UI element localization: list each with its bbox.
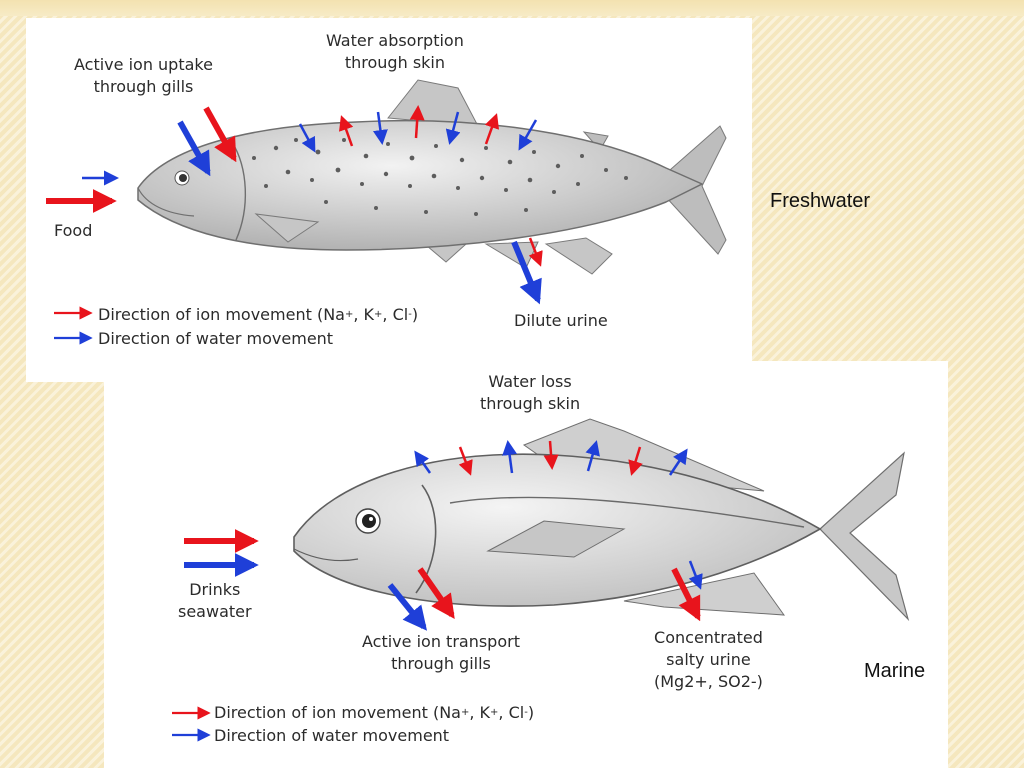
gill-water-arrow (177, 120, 211, 177)
salty-urine-line2: salty urine (666, 650, 751, 669)
legend-ion-cl: , Cl (382, 305, 409, 324)
drinks-line2: seawater (178, 602, 252, 621)
m-skin-water-arrow-1 (414, 450, 432, 474)
m-legend-ion-text: Direction of ion movement (Na+ , K+, Cl-… (214, 703, 535, 722)
urine-ion-arrow (528, 237, 543, 267)
gills-label-line1: Active ion uptake (74, 55, 213, 74)
water-loss-line2: through skin (480, 394, 581, 413)
legend-ion-k: , K (353, 305, 375, 324)
m-legend-water-text: Direction of water movement (214, 726, 450, 745)
ion-transport-label: Active ion transport through gills (362, 631, 520, 675)
skin-label-line2: through skin (344, 53, 445, 72)
ion-transport-line2: through gills (391, 654, 491, 673)
m-skin-water-arrow-3 (585, 440, 600, 472)
dilute-urine-label: Dilute urine (514, 311, 608, 330)
skin-ion-arrow-3 (484, 113, 500, 145)
urine-water-arrow (511, 240, 542, 305)
water-loss-line1: Water loss (488, 372, 572, 391)
legend-ion-suffix: ) (411, 305, 419, 324)
marine-arrows (184, 440, 703, 631)
skin-water-arrow-2 (372, 111, 388, 145)
drinks-seawater-label: Drinks seawater (178, 579, 252, 623)
skin-water-arrow-3 (445, 111, 461, 145)
m-gill-water-arrow (387, 583, 428, 631)
legend-water-text: Direction of water movement (98, 329, 334, 348)
m-legend-ion-k: , K (469, 703, 491, 722)
food-label: Food (54, 221, 93, 240)
marine-side-label: Marine (864, 660, 926, 682)
m-legend-ion-cl: , Cl (498, 703, 525, 722)
salty-urine-line1: Concentrated (654, 628, 763, 647)
skin-water-arrow-1 (298, 123, 316, 153)
gills-label: Active ion uptake through gills (74, 54, 213, 98)
salty-urine-label: Concentrated salty urine (Mg2+, SO2-) (654, 627, 763, 693)
gill-ion-arrow (203, 106, 237, 163)
gills-label-line2: through gills (93, 77, 194, 96)
m-legend-ion-suffix: ) (527, 703, 535, 722)
salty-urine-line3: (Mg2+, SO2-) (654, 672, 763, 691)
m-urine-ion-arrow (671, 567, 701, 622)
m-skin-ion-arrow-3 (628, 446, 643, 476)
skin-label-line1: Water absorption (326, 31, 464, 50)
water-loss-label: Water loss through skin (480, 371, 580, 415)
slide-top-band (0, 0, 1024, 16)
m-skin-water-arrow-2 (502, 440, 518, 474)
skin-water-arrow-4 (518, 119, 538, 151)
skin-ion-arrow-2 (409, 105, 425, 139)
drinks-line1: Drinks (189, 580, 241, 599)
m-skin-ion-arrow-2 (543, 440, 559, 470)
m-skin-ion-arrow-1 (458, 446, 473, 476)
jack-fish-illustration (293, 418, 910, 622)
m-urine-water-arrow (688, 560, 703, 590)
skin-ion-arrow-1 (338, 115, 354, 147)
freshwater-side-label: Freshwater (770, 190, 871, 212)
skin-label: Water absorption through skin (326, 30, 464, 74)
freshwater-diagram-svg (46, 79, 727, 345)
freshwater-arrows (46, 105, 543, 305)
m-legend-ion-prefix: Direction of ion movement (Na (214, 703, 461, 722)
freshwater-diagram-panel: Active ion uptake through gills Water ab… (26, 18, 752, 382)
marine-diagram-panel: Water loss through skin Drinks seawater … (104, 361, 948, 768)
m-skin-water-arrow-4 (668, 448, 688, 476)
ion-transport-line1: Active ion transport (362, 632, 520, 651)
marine-diagram-svg (172, 418, 910, 742)
trout-illustration (137, 79, 727, 275)
legend-ion-prefix: Direction of ion movement (Na (98, 305, 345, 324)
legend-ion-text: Direction of ion movement (Na+ , K+, Cl-… (98, 305, 419, 324)
m-gill-ion-arrow (417, 567, 455, 619)
